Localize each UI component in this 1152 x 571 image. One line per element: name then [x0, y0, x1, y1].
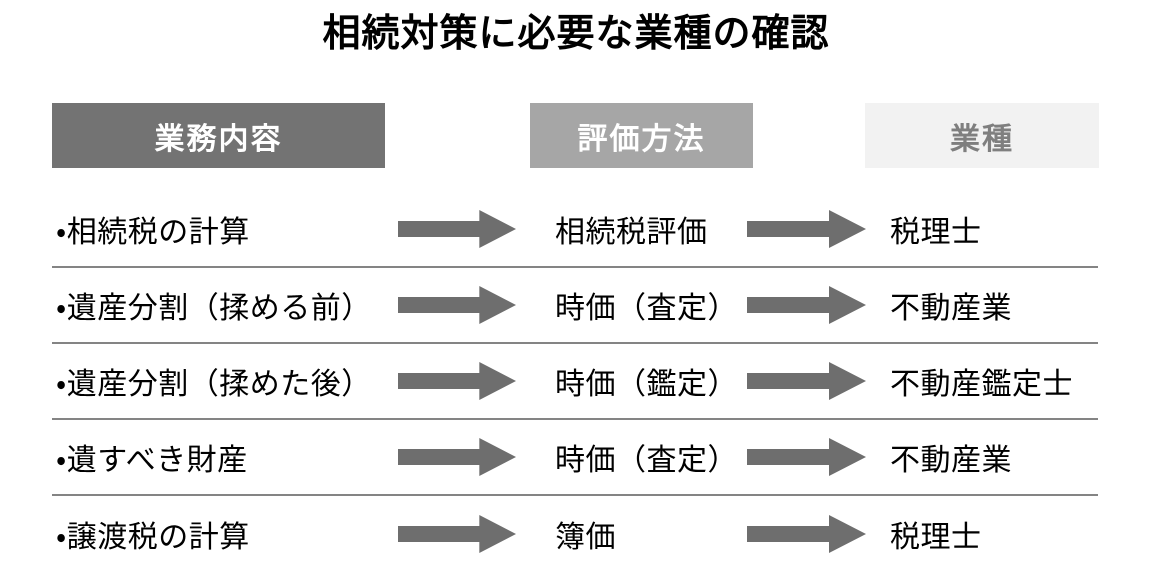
- table-row: ・譲渡税の計算 簿価 税理士: [52, 496, 1098, 571]
- task-cell: ・遺産分割（揉める前）: [56, 292, 372, 325]
- right-arrow-icon: [398, 515, 517, 553]
- profession-cell: 不動産鑑定士: [890, 368, 1073, 401]
- right-arrow-icon: [747, 515, 866, 553]
- right-arrow-icon: [747, 286, 866, 324]
- task-cell: ・譲渡税の計算: [56, 521, 250, 554]
- rows-table: ・相続税の計算 相続税評価 税理士 ・遺産分割（揉める前） 時価（査定） 不動産…: [52, 192, 1098, 571]
- column-header-industry: 業種: [865, 103, 1099, 168]
- page-title: 相続対策に必要な業種の確認: [322, 13, 830, 55]
- table-row: ・相続税の計算 相続税評価 税理士: [52, 192, 1098, 268]
- column-header-work-content: 業務内容: [52, 103, 385, 168]
- right-arrow-icon: [747, 362, 866, 400]
- task-cell: ・相続税の計算: [56, 216, 250, 249]
- method-cell: 相続税評価: [555, 216, 708, 249]
- right-arrow-icon: [747, 438, 866, 476]
- table-row: ・遺産分割（揉める前） 時価（査定） 不動産業: [52, 268, 1098, 344]
- method-cell: 簿価: [555, 521, 616, 554]
- profession-cell: 税理士: [890, 216, 982, 249]
- method-cell: 時価（査定）: [555, 292, 738, 325]
- right-arrow-icon: [398, 362, 517, 400]
- right-arrow-icon: [398, 286, 517, 324]
- method-cell: 時価（鑑定）: [555, 368, 738, 401]
- table-row: ・遺すべき財産 時価（査定） 不動産業: [52, 420, 1098, 496]
- right-arrow-icon: [398, 210, 517, 248]
- column-header-valuation-method: 評価方法: [530, 103, 753, 168]
- task-cell: ・遺すべき財産: [56, 444, 248, 477]
- task-cell: ・遺産分割（揉めた後）: [56, 368, 372, 401]
- profession-cell: 不動産業: [890, 292, 1012, 325]
- right-arrow-icon: [747, 210, 866, 248]
- profession-cell: 不動産業: [890, 444, 1012, 477]
- table-row: ・遺産分割（揉めた後） 時価（鑑定） 不動産鑑定士: [52, 344, 1098, 420]
- method-cell: 時価（査定）: [555, 444, 738, 477]
- right-arrow-icon: [398, 438, 517, 476]
- profession-cell: 税理士: [890, 521, 982, 554]
